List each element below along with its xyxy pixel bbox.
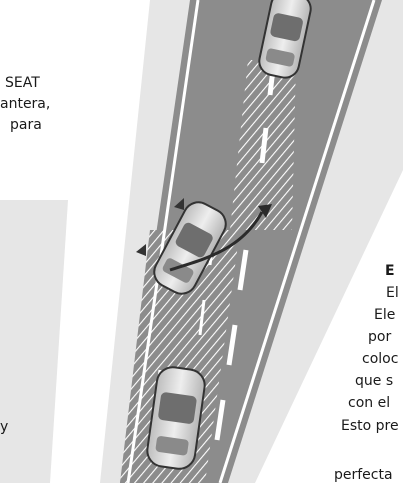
steering-arrow-icon — [169, 211, 264, 272]
marker — [174, 198, 184, 210]
right-text-line-3: Ele — [374, 307, 396, 323]
left-text-line-3: para — [10, 117, 42, 133]
left-text-line-1: SEAT — [5, 75, 40, 91]
left-text-fragment: y — [0, 419, 9, 435]
right-text-line-5: coloc — [362, 351, 399, 367]
right-text-line-7: con el — [348, 395, 391, 411]
car-icon — [146, 366, 206, 470]
lane-hatch-bottom — [120, 230, 240, 483]
right-text-line-4: por — [368, 329, 392, 345]
arrow-head — [258, 204, 272, 218]
right-text-line-2: El — [386, 285, 399, 301]
right-text-line-8: Esto pre — [341, 418, 399, 434]
left-grey-panel — [0, 200, 68, 483]
right-text-line-6: que s — [355, 373, 394, 389]
road-edge-right — [218, 0, 376, 483]
marker — [136, 244, 146, 256]
left-text-line-2: antera, — [0, 96, 51, 112]
right-text-line-9: perfecta — [334, 467, 393, 483]
road-edge-left — [126, 0, 200, 483]
car-icon — [258, 0, 312, 79]
right-text-line-1: E — [385, 263, 395, 279]
